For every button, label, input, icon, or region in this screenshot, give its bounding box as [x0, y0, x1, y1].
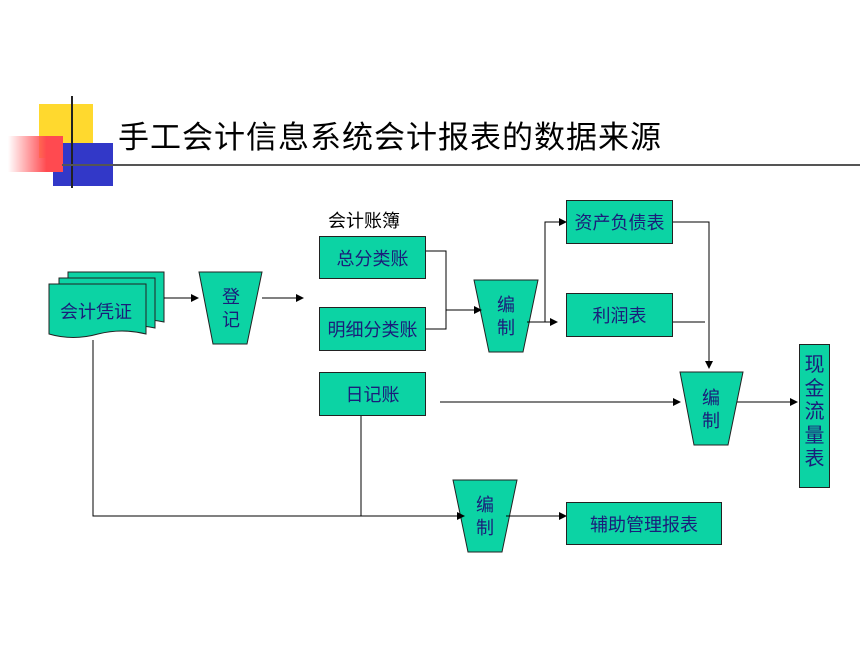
- ledger-group-label: 会计账簿: [328, 211, 400, 232]
- compile-label-2: 编制: [702, 388, 720, 432]
- balance-sheet-box: 资产负债表: [566, 200, 673, 244]
- compile-process-shape-3: [452, 479, 518, 553]
- general-ledger-box: 总分类账: [319, 236, 426, 279]
- detail-ledger-box: 明细分类账: [319, 307, 426, 351]
- cash-flow-statement-box: 现金流量表: [799, 344, 830, 488]
- page-title: 手工会计信息系统会计报表的数据来源: [118, 120, 662, 156]
- compile-process-shape-1: [473, 279, 539, 353]
- voucher-label: 会计凭证: [60, 302, 132, 323]
- register-process-shape: [198, 271, 263, 345]
- title-decoration-red: [8, 136, 63, 172]
- auxiliary-reports-box: 辅助管理报表: [566, 502, 722, 545]
- compile-label-1: 编制: [497, 295, 515, 339]
- journal-box: 日记账: [319, 372, 426, 416]
- register-label: 登记: [222, 287, 240, 331]
- compile-process-shape-2: [679, 371, 744, 446]
- title-underline: [62, 164, 860, 166]
- voucher-document-stack: [48, 271, 165, 338]
- income-statement-box: 利润表: [566, 293, 673, 337]
- compile-label-3: 编制: [476, 495, 494, 539]
- title-decoration-vline: [71, 96, 73, 188]
